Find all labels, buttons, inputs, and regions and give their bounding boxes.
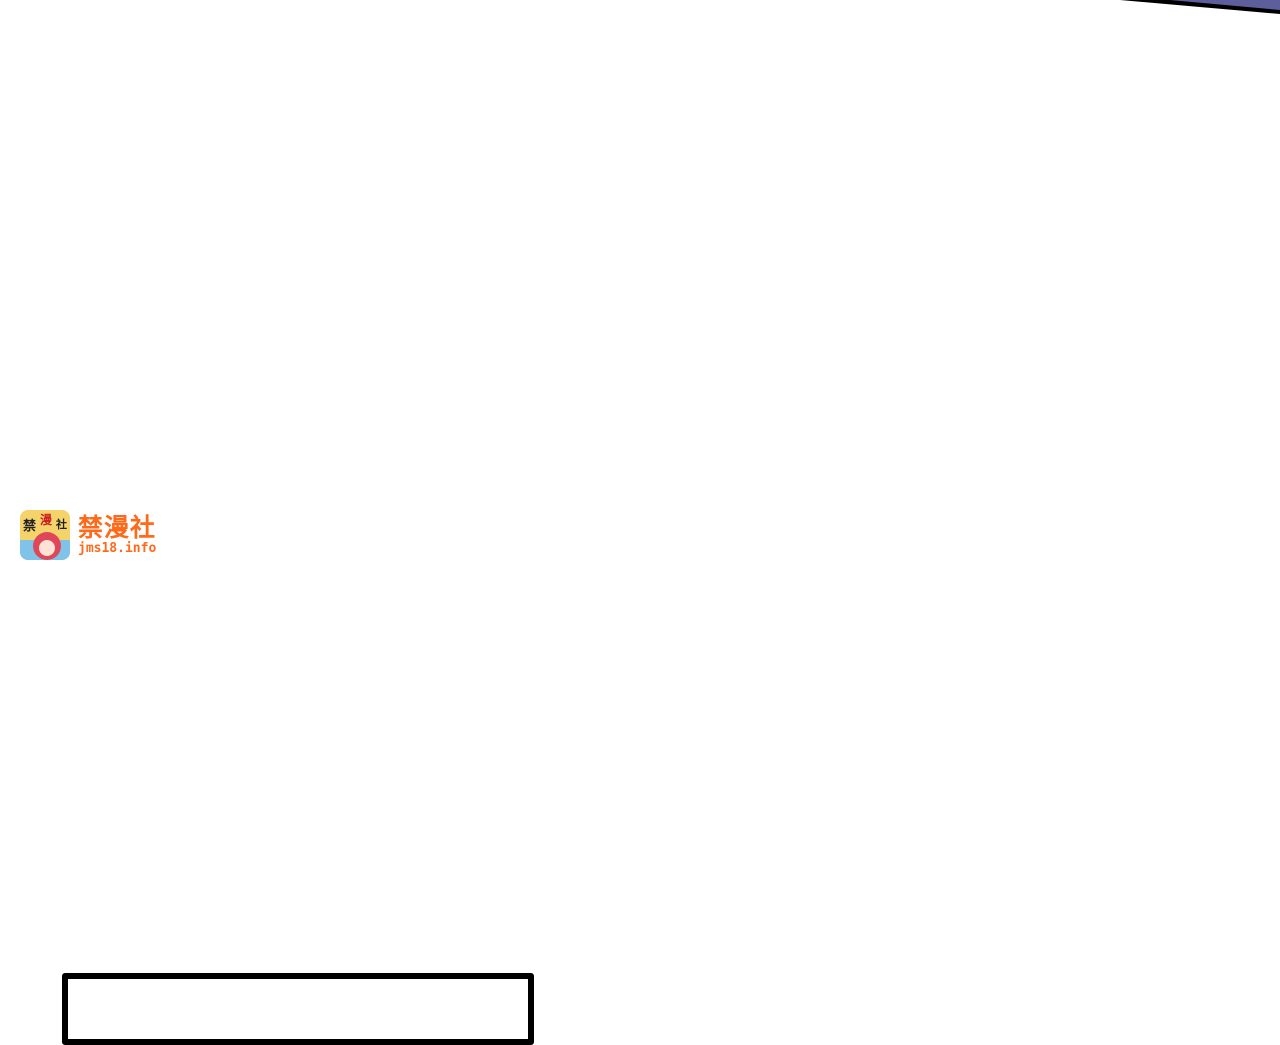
watermark-logo-icon: 禁 漫 社 xyxy=(20,510,70,560)
watermark: 禁 漫 社 禁漫社 jms18.info xyxy=(20,510,156,560)
comic-panel-frame xyxy=(62,973,534,1045)
panel-corner-artwork xyxy=(1120,0,1280,14)
svg-text:漫: 漫 xyxy=(40,512,53,527)
watermark-name: 禁漫社 xyxy=(78,513,157,542)
watermark-url: jms18.info xyxy=(78,541,157,556)
svg-text:禁: 禁 xyxy=(23,518,36,534)
svg-text:社: 社 xyxy=(55,517,67,531)
